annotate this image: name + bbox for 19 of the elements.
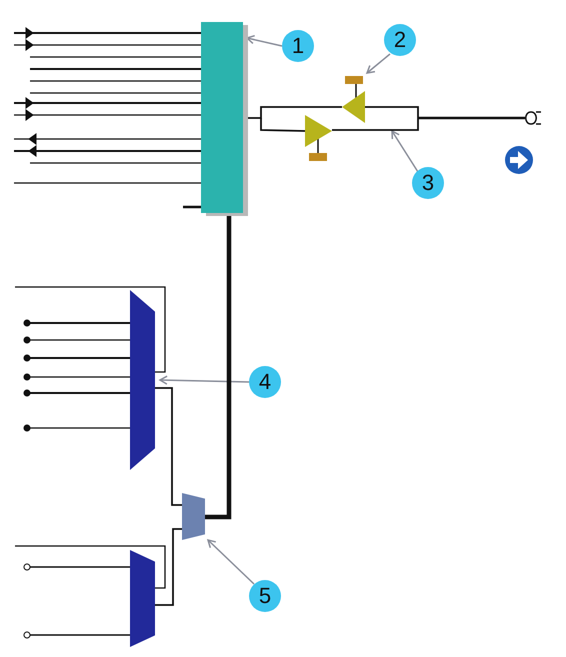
leader-line (366, 53, 390, 74)
interface-block (201, 22, 243, 213)
callout-number: 4 (249, 366, 281, 398)
wire (260, 118, 306, 132)
callout-number: 3 (412, 167, 444, 199)
leader-line (391, 130, 419, 172)
multiplexer-symbol (130, 290, 155, 470)
callout-number: 1 (282, 30, 314, 62)
callout-number: 2 (384, 24, 416, 56)
wire (155, 528, 182, 606)
leader-line (246, 34, 282, 47)
callout-number: 5 (249, 580, 281, 612)
wire (205, 213, 232, 520)
multiplexer-symbol (130, 550, 155, 647)
wire (332, 106, 419, 131)
wire (155, 387, 182, 506)
multiplexer-symbol (182, 493, 205, 540)
leader-line (159, 375, 250, 385)
leader-line (207, 539, 255, 585)
